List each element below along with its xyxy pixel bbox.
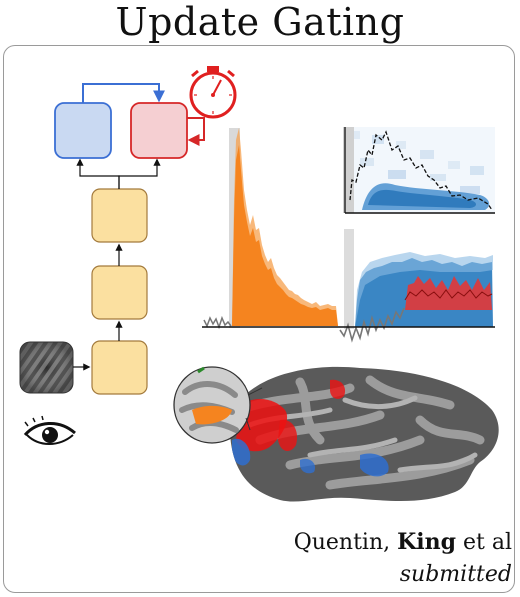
credit-authors-first: Quentin, (293, 530, 391, 555)
red-state-box (130, 102, 188, 159)
author-credit: Quentin, King et al submitted (294, 526, 512, 591)
feedforward-arrow-to-red (118, 158, 161, 189)
stimulus-grating-icon (19, 341, 74, 394)
credit-authors-rest: et al (462, 530, 512, 555)
eye-icon (23, 415, 76, 445)
credit-authors-bold: King (397, 529, 456, 555)
inset-orange-region (192, 405, 232, 425)
stopwatch-icon (189, 66, 237, 119)
red-recurrent-arrow (187, 117, 205, 146)
credit-status: submitted (399, 562, 512, 587)
blue-state-box (54, 102, 112, 159)
brain-surface-map (173, 366, 499, 502)
brain-blue-activation (232, 438, 251, 466)
generalization-matrix (343, 127, 495, 214)
orange-decoding-timecourse (202, 128, 340, 330)
network-diagram (19, 66, 237, 445)
feedforward-arrow-to-blue (76, 158, 120, 189)
page-title: Update Gating (115, 0, 405, 44)
blue-update-arrow (82, 83, 165, 103)
gray-noise-trace (339, 307, 405, 343)
matrix-blue-core (368, 189, 476, 208)
brain-sulci (232, 375, 485, 490)
orange-mean (232, 145, 338, 326)
matrix-contour (349, 130, 493, 211)
blue-band-light (355, 252, 493, 327)
brain-inset-zoom (173, 366, 263, 444)
red-mean-line (404, 289, 493, 301)
yellow-layer-box-middle (91, 265, 148, 320)
yellow-layer-box-bottom (91, 340, 148, 395)
blue-red-decoding-timecourse (339, 229, 495, 343)
matrix-cells (350, 131, 484, 194)
orange-baseline-noise (203, 315, 232, 330)
yellow-layer-box-top (91, 188, 148, 243)
